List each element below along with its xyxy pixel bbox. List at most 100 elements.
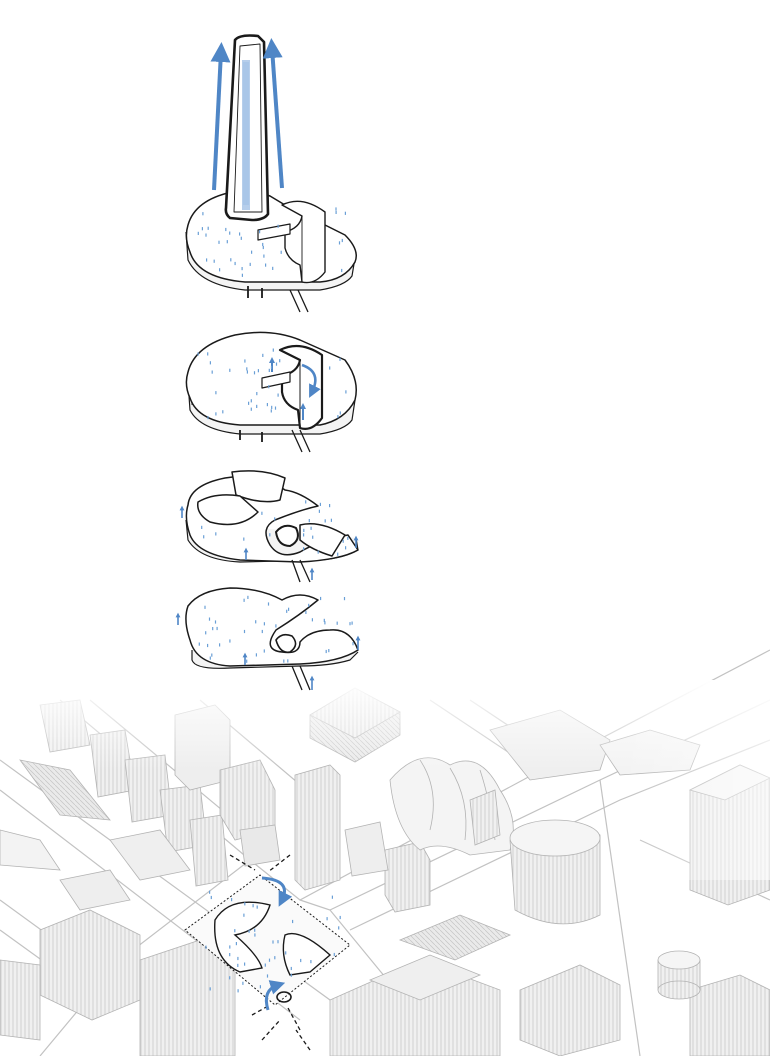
rain-dot (240, 236, 242, 240)
warehouse-blocks (329, 914, 621, 1056)
rain-dot (337, 415, 339, 419)
rain-dot (229, 368, 231, 372)
rain-dot (241, 273, 243, 277)
rain-dot (268, 958, 271, 962)
rain-dot (275, 362, 278, 366)
rain-dot (209, 656, 211, 660)
rain-dot (215, 532, 217, 536)
rain-dot (226, 240, 228, 244)
rain-dot (274, 956, 276, 960)
rain-dot (325, 649, 327, 654)
city-context-map (0, 649, 770, 1056)
rain-dot (250, 407, 252, 411)
rain-dot (243, 598, 245, 602)
rain-dot (252, 904, 254, 908)
rain-dot (323, 618, 325, 622)
rain-dot (300, 958, 302, 963)
rain-dot (244, 902, 246, 906)
turn-arrow-icon (264, 980, 286, 1011)
rain-dot (214, 620, 217, 624)
rain-dot (219, 268, 221, 272)
rain-dot (246, 659, 248, 663)
rain-dot (324, 519, 326, 523)
site-dots (205, 890, 341, 993)
rain-dot (229, 639, 231, 643)
rain-dot (197, 231, 199, 235)
rain-dot (259, 985, 261, 989)
rain-dot (344, 211, 346, 215)
rain-dot (211, 370, 213, 374)
rain-dot (341, 268, 343, 273)
rain-dot (243, 913, 245, 917)
rain-dot (261, 511, 263, 515)
rain-dot (201, 525, 203, 529)
rain-dot (263, 622, 265, 626)
rain-dot (256, 905, 258, 909)
rain-dot (292, 919, 294, 924)
rain-dot (243, 537, 245, 541)
rain-dot (274, 517, 276, 521)
rain-dot (248, 929, 250, 933)
rain-dot (272, 266, 274, 270)
rain-dot (271, 405, 273, 409)
rain-dot (308, 603, 310, 607)
rain-dot (283, 659, 285, 663)
rain-dot (262, 242, 264, 247)
rain-dot (244, 962, 246, 966)
rain-dot (235, 942, 237, 946)
rain-dot (279, 359, 281, 363)
tower-podium-dots (197, 207, 346, 277)
rain-dot (343, 597, 346, 601)
rain-dot (339, 411, 341, 415)
rain-dot (312, 535, 314, 539)
rain-dot (347, 536, 349, 540)
turn-arrow-icon (261, 876, 293, 907)
rain-dot (277, 940, 279, 944)
rain-dot (264, 963, 266, 967)
rain-dot (207, 226, 209, 230)
rain-dot (341, 238, 343, 243)
rain-dot (337, 552, 339, 556)
rain-dot (335, 207, 337, 211)
rain-dot (308, 519, 310, 523)
rain-dot (305, 500, 307, 504)
stage-ground-plate (175, 587, 361, 691)
rain-dot (230, 258, 232, 262)
rain-dot (267, 602, 270, 606)
courtyard-dots (201, 500, 349, 556)
rain-dot (201, 227, 203, 231)
rain-dot (204, 605, 206, 609)
rain-dot (251, 250, 253, 254)
rain-dot (243, 629, 246, 634)
rain-dot (336, 621, 338, 625)
rain-dot (231, 898, 233, 902)
rain-dot (209, 361, 211, 365)
rain-dot (320, 596, 322, 601)
residential-block-lower-left (0, 829, 236, 1056)
rain-dot (277, 224, 279, 228)
rain-dot (256, 404, 258, 408)
rain-dot (205, 945, 207, 949)
concert-hall (389, 757, 514, 856)
rain-dot (197, 352, 199, 356)
rain-dot (311, 618, 313, 622)
rain-dot (277, 393, 279, 397)
rain-dot (333, 952, 335, 957)
rain-dot (331, 895, 333, 899)
rain-dot (352, 642, 354, 646)
rain-dot (259, 230, 261, 234)
rain-dot (266, 403, 268, 407)
rain-dot (257, 369, 259, 373)
rain-dot (209, 987, 211, 991)
rain-dot (324, 621, 326, 625)
rain-dot (237, 989, 239, 993)
rain-dot (303, 547, 305, 551)
rain-dot (275, 624, 277, 628)
rain-dot (256, 392, 258, 396)
rain-dot (222, 410, 224, 414)
rain-dot (339, 357, 341, 361)
rain-dot (269, 533, 271, 537)
rain-dot (209, 890, 211, 894)
rain-dot (250, 399, 252, 403)
